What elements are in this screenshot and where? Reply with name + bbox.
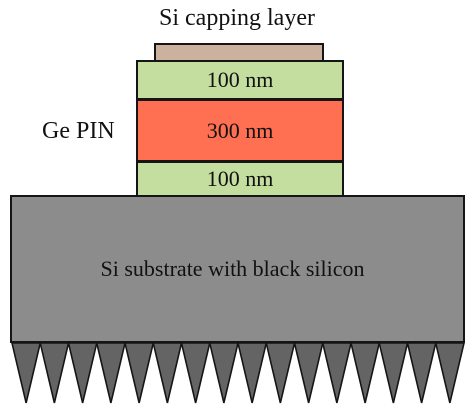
middle-ge-layer: 300 nm — [136, 99, 344, 162]
black-silicon-spike — [180, 342, 211, 404]
capping-layer-label: Si capping layer — [159, 5, 315, 31]
black-silicon-spike — [95, 342, 127, 404]
black-silicon-spike — [152, 342, 183, 404]
bottom-ge-layer: 100 nm — [136, 161, 344, 197]
black-silicon-spike — [208, 342, 240, 404]
ge-pin-label: Ge PIN — [42, 118, 115, 144]
bottom-layer-thickness: 100 nm — [206, 166, 274, 191]
middle-layer-thickness: 300 nm — [206, 117, 274, 143]
top-ge-layer: 100 nm — [136, 60, 344, 100]
substrate-label: Si substrate with black silicon — [100, 256, 365, 281]
black-silicon-spike — [67, 342, 98, 404]
black-silicon-spike — [406, 342, 437, 404]
black-silicon-spike — [123, 342, 155, 404]
black-silicon-spike — [434, 342, 466, 404]
top-layer-thickness: 100 nm — [206, 67, 274, 92]
substrate-block: Si substrate with black silicon — [10, 195, 465, 343]
black-silicon-spike — [321, 342, 353, 404]
black-silicon-spike — [265, 342, 296, 404]
black-silicon-spike — [10, 342, 42, 404]
black-silicon-spike — [378, 342, 409, 404]
black-silicon-spike — [349, 342, 381, 404]
black-silicon-spike — [236, 342, 268, 404]
black-silicon-spike — [39, 342, 70, 404]
black-silicon-spike — [293, 342, 324, 404]
